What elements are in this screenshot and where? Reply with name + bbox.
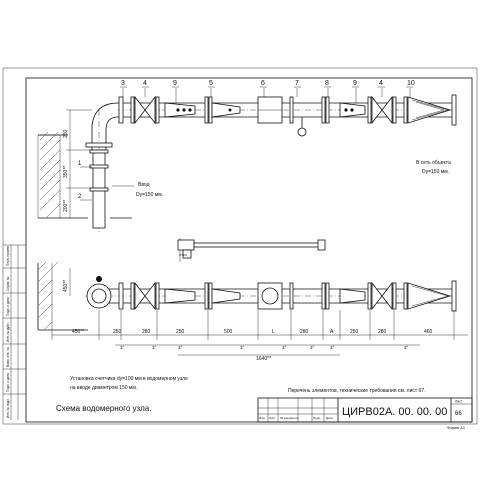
title-block-header: Подп. [313, 416, 321, 420]
install-note-line-2: на вводе диаметром 150 мм. [70, 385, 137, 391]
marker-label: 1 [78, 161, 82, 167]
dimension-label: 280 [300, 329, 309, 335]
slope-label: 3° [330, 345, 335, 350]
dimension-label: 280 [142, 329, 151, 335]
dimension-label: 500 [224, 329, 233, 335]
dimension-label: 200** [63, 200, 69, 212]
elements-note: Перечень элементов, технические требован… [288, 388, 426, 394]
strainer [164, 288, 196, 304]
title-block-header: Дата [326, 416, 333, 420]
strainer [164, 102, 196, 118]
check-valve [403, 96, 452, 124]
check-valve [403, 282, 452, 310]
dimension-label: 450** [63, 280, 69, 292]
position-number: 4 [379, 80, 383, 87]
flange [451, 94, 457, 126]
gate-valve [367, 95, 397, 125]
dimension-label: 280 [378, 329, 387, 335]
stamp-label: Перв. примен. [6, 245, 10, 266]
stamp-label: Справ. № [6, 276, 10, 291]
position-number: 9 [353, 80, 357, 87]
title-block: Изм Лист № документа Подп. Дата ЦИРВ02А.… [257, 397, 473, 423]
strainer [339, 102, 366, 118]
gate-valve [367, 281, 397, 311]
position-number: 4 [143, 80, 147, 87]
legend-sketch: ОТКЛ [177, 238, 326, 262]
sheet-number: 66 [455, 411, 462, 417]
inlet-label: Ввод [138, 182, 150, 188]
position-number: 9 [173, 80, 177, 87]
dimension-label: 460 [424, 329, 433, 335]
dimension-label: 350** [63, 166, 69, 178]
slope-label: 3° [282, 345, 287, 350]
position-number: 6 [261, 80, 265, 87]
position-number: 7 [295, 80, 299, 87]
reducer [211, 288, 241, 304]
slope-label: 3° [404, 345, 409, 350]
gate-valve [130, 95, 160, 125]
stamp-label: Инв. № подл. [6, 398, 10, 418]
slope-label: 3° [178, 345, 183, 350]
position-number: 10 [407, 80, 415, 87]
flange [321, 282, 330, 310]
format-label: Формат А3 [447, 426, 465, 430]
slope-label: 3° [310, 345, 315, 350]
flange [289, 282, 294, 310]
title-block-header: Изм [259, 416, 265, 420]
stamp-label: Взам. инв. № [6, 347, 10, 367]
slope-label: 3° [152, 345, 157, 350]
inlet-dn: Dy=150 мм. [136, 192, 163, 198]
dimension-label: 250 [63, 129, 69, 138]
outer-frame [2, 67, 478, 425]
inner-frame [25, 77, 473, 423]
sheet-label: Лист [455, 400, 463, 404]
water-meter [257, 282, 283, 310]
title-block-header: № документа [280, 416, 299, 420]
gate-valve [130, 281, 160, 311]
flange [118, 96, 124, 124]
overall-dimension: 1640** [256, 356, 271, 362]
slope-label: 3° [120, 345, 125, 350]
dimension-label: 250 [176, 329, 185, 335]
water-meter [257, 96, 283, 124]
position-number: 8 [325, 80, 329, 87]
drawing-title: Схема водомерного узла. [56, 404, 151, 413]
flange [118, 282, 124, 310]
strainer [339, 288, 366, 304]
dimension-label: 250 [113, 329, 122, 335]
dimension-label: L [272, 329, 275, 335]
flange [321, 96, 330, 124]
outlet-dn: Dy=150 мм. [422, 169, 449, 175]
position-number: 3 [121, 80, 125, 87]
stamp-label: Подп. и дата [6, 297, 10, 316]
dimension-label: A [330, 329, 334, 335]
slope-label: 3° [240, 345, 245, 350]
install-note-line-1: Установка счетчика dy=100 мм в водомерно… [70, 376, 188, 382]
side-stamp: Перв. примен. Справ. № Подп. и дата Инв.… [3, 245, 26, 420]
lower-plan-view: 450** [37, 261, 468, 362]
title-block-header: Лист [269, 416, 276, 420]
drawing-code: ЦИРВ02А. 00. 00. 00 [342, 406, 447, 418]
pressure-tap [297, 117, 307, 137]
stamp-label: Подп. и дата [6, 373, 10, 392]
dimension-label: 450** [72, 329, 84, 335]
flange [451, 280, 457, 312]
flange [289, 96, 294, 124]
reducer [211, 102, 241, 118]
legend-tag: ОТКЛ [179, 253, 187, 257]
marker-label: 2 [78, 194, 82, 200]
outlet-label: В сеть объекта [416, 160, 451, 166]
stamp-label: Инв. № дубл. [6, 322, 10, 342]
dimension-label: 250 [350, 329, 359, 335]
position-number: 5 [209, 80, 213, 87]
upper-elevation-view: 3 4 9 5 6 7 8 9 4 10 250 350** 200** 1 2… [37, 80, 457, 232]
